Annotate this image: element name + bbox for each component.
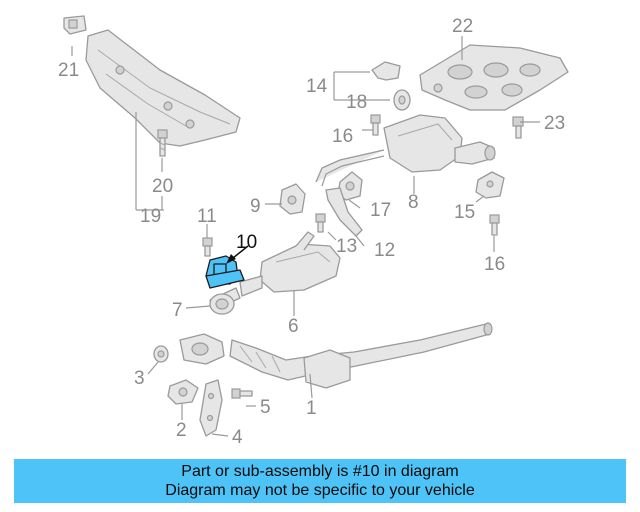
part-10-leader-arrow (226, 245, 249, 264)
callout-7: 7 (172, 300, 183, 321)
banner-line-1: Part or sub-assembly is #10 in diagram (181, 463, 459, 480)
part-22-heat-shield (419, 44, 569, 111)
part-16-bolt-top (370, 114, 381, 136)
part-11-bolt (202, 237, 213, 257)
leader-lines (71, 36, 540, 437)
part-12-bracket (325, 187, 363, 237)
callout-11: 11 (197, 206, 217, 227)
callout-4: 4 (232, 427, 243, 448)
part-20-bolt (157, 129, 168, 157)
part-7-clamp (209, 293, 235, 315)
callout-23: 23 (544, 113, 565, 134)
part-2-gasket (167, 379, 199, 405)
callout-16-right: 16 (484, 254, 505, 275)
banner-line-2: Diagram may not be specific to your vehi… (165, 482, 475, 499)
callout-19: 19 (140, 206, 161, 227)
callout-10: 10 (236, 232, 257, 253)
callout-6: 6 (288, 316, 299, 337)
callout-1: 1 (306, 398, 317, 419)
manifold-flange (179, 333, 225, 365)
callout-14: 14 (306, 76, 328, 97)
callout-20: 20 (152, 176, 173, 197)
part-18-hanger (393, 89, 411, 111)
callout-13: 13 (336, 236, 357, 257)
part-8-rear-muffler (315, 114, 496, 187)
callout-17: 17 (370, 200, 391, 221)
part-13-bolt (315, 213, 326, 233)
info-banner: Part or sub-assembly is #10 in diagram D… (14, 459, 626, 503)
part-17-hanger (337, 171, 363, 201)
callout-labels: 21 19 20 22 23 14 18 16 8 17 9 15 16 13 … (58, 16, 565, 448)
callout-2: 2 (176, 420, 187, 441)
part-23-bolt (512, 116, 524, 139)
part-15-bracket (475, 171, 505, 199)
part-3-gasket (153, 345, 169, 363)
part-19-heat-shield (85, 29, 241, 147)
callout-15: 15 (454, 202, 475, 223)
part-9-hanger (279, 183, 306, 215)
part-21-clip (63, 15, 87, 35)
part-10-bracket-highlighted[interactable] (205, 255, 245, 289)
part-5-bolt (231, 388, 253, 399)
callout-8: 8 (408, 192, 419, 213)
callout-5: 5 (260, 397, 271, 418)
exhaust-system-diagram: 21 19 20 22 23 14 18 16 8 17 9 15 16 13 … (58, 15, 569, 448)
callout-22: 22 (452, 16, 473, 37)
callout-18: 18 (346, 92, 367, 113)
part-14-bracket (371, 61, 401, 81)
callout-16-top: 16 (332, 126, 353, 147)
part-1-front-pipe (229, 322, 493, 389)
part-4-bracket (199, 379, 223, 437)
callout-12: 12 (374, 240, 395, 261)
part-16-bolt-right (489, 214, 500, 236)
callout-21: 21 (58, 60, 79, 81)
callout-9: 9 (250, 196, 261, 217)
callout-3: 3 (134, 368, 145, 389)
